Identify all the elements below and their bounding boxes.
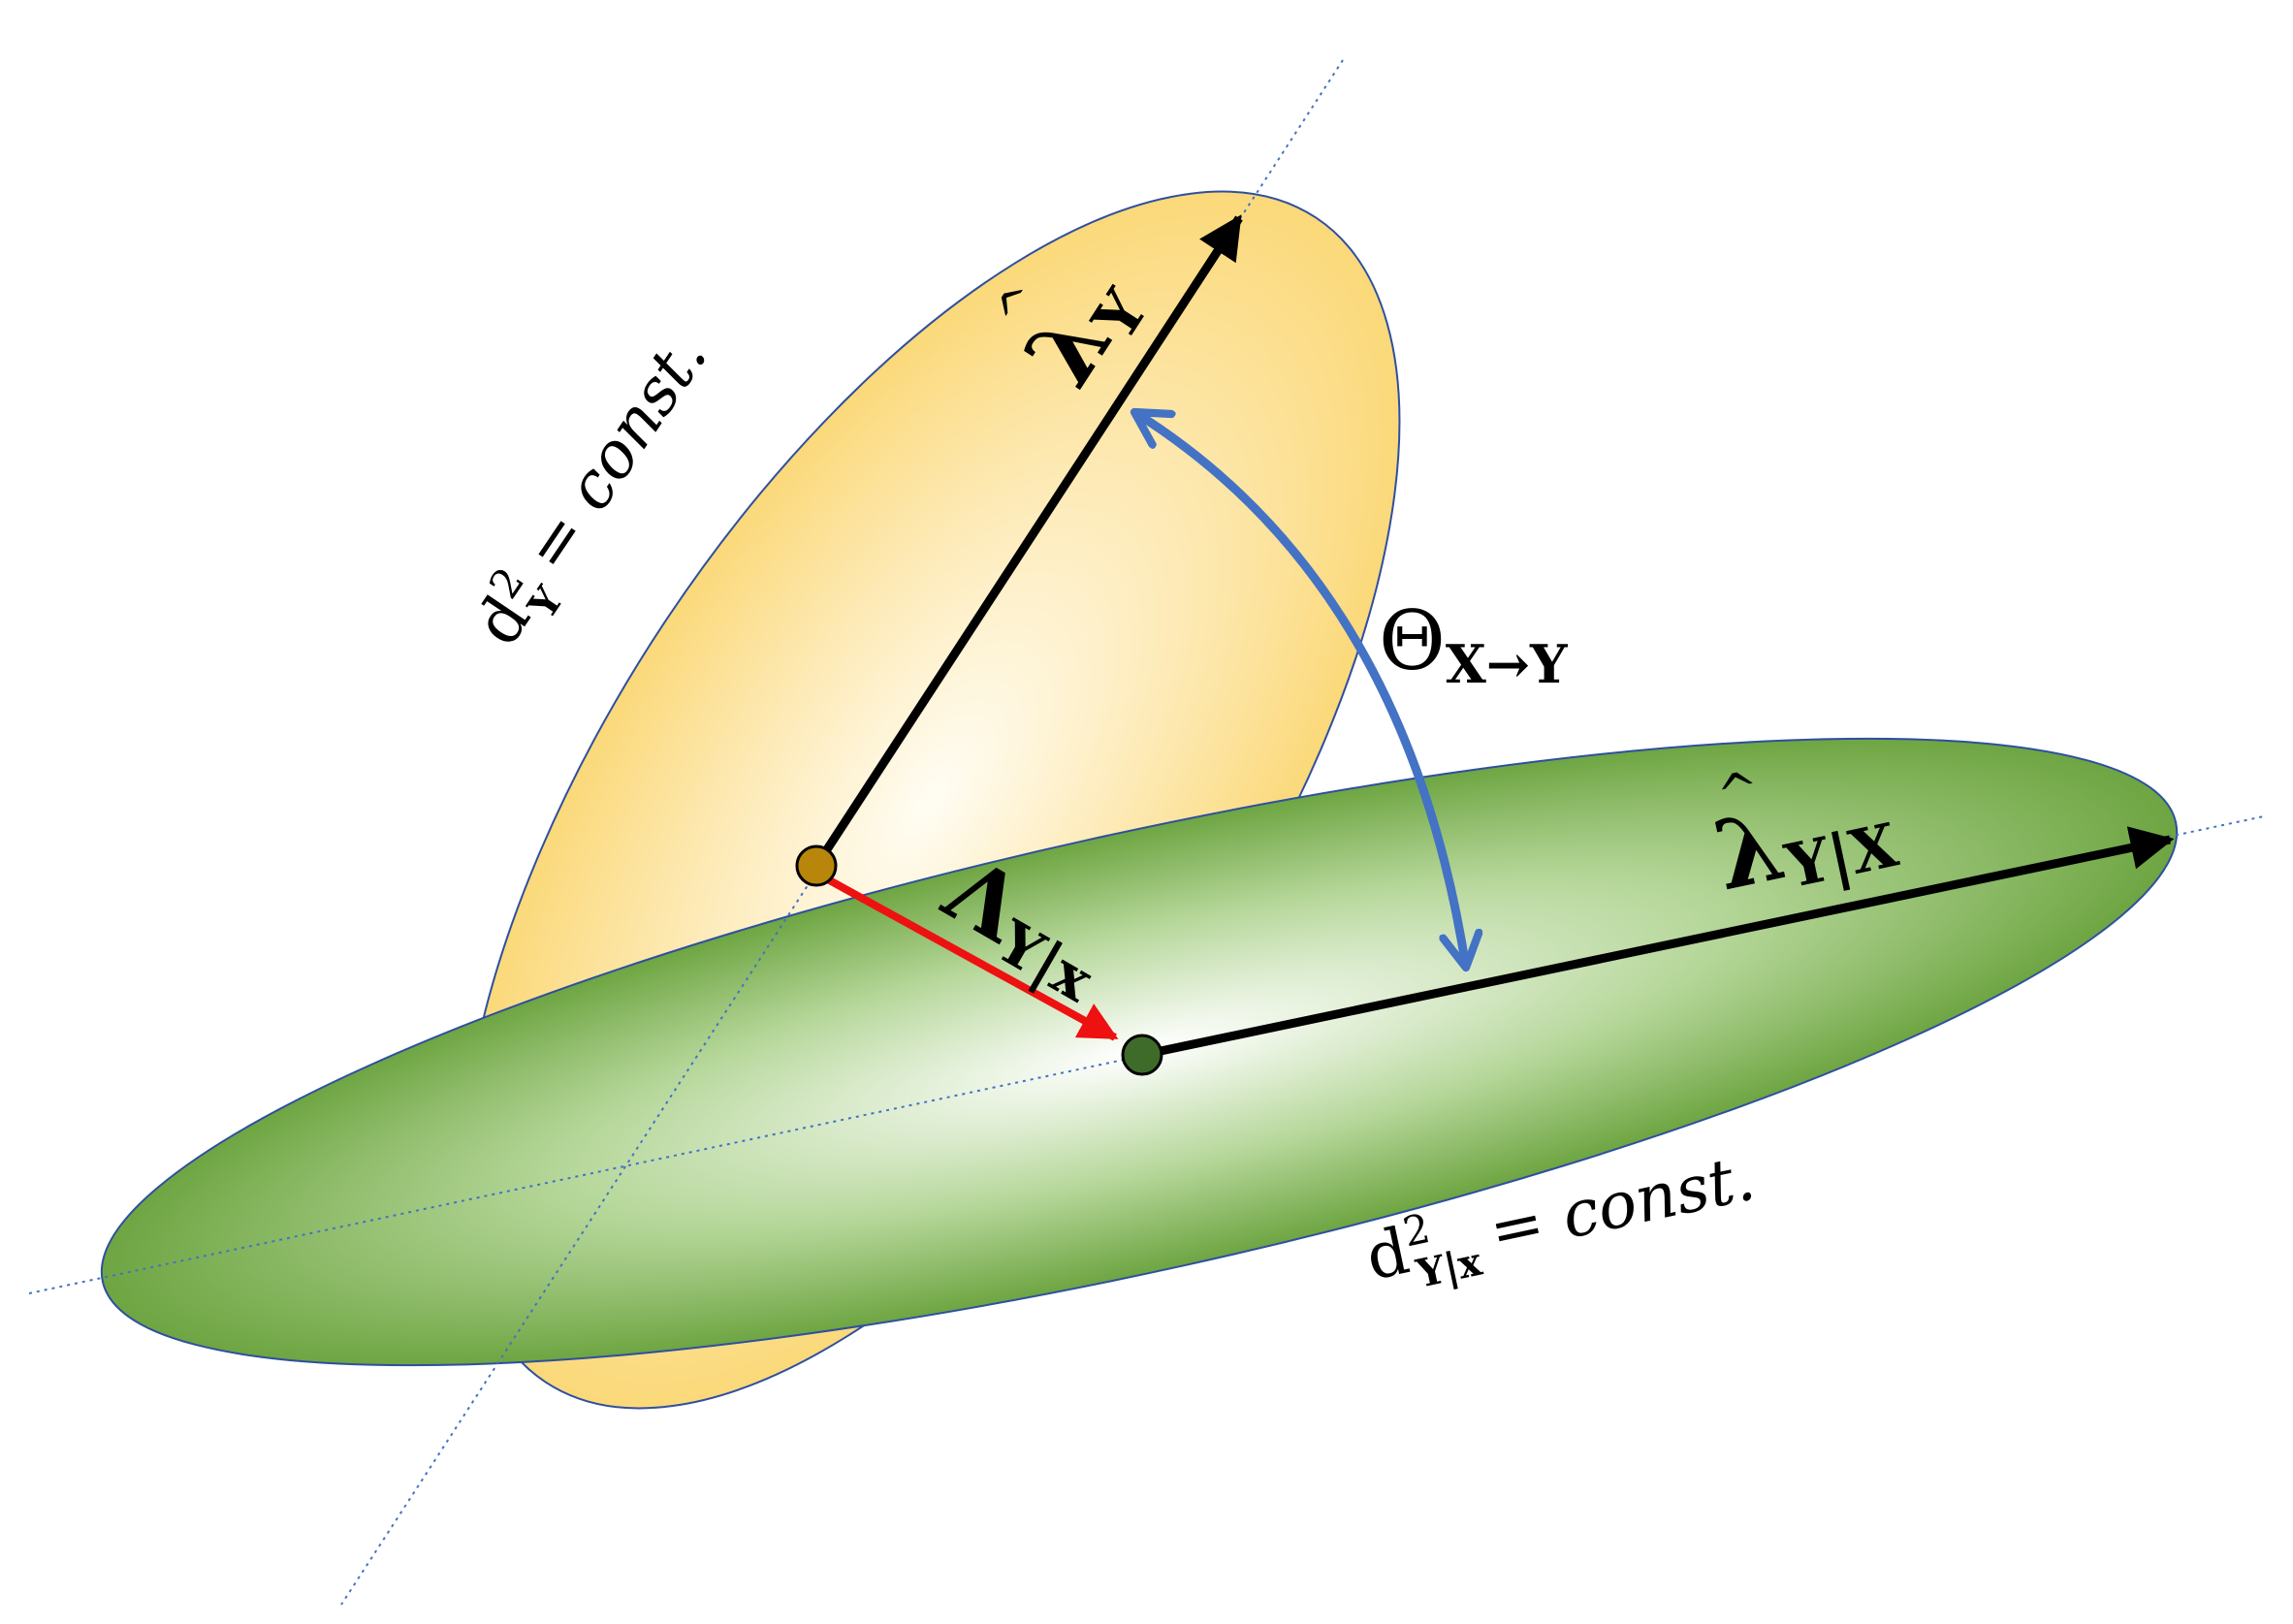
big-lambda-arrow <box>824 875 1119 1041</box>
label-theta: ΘX→Y <box>1379 593 1569 695</box>
theta-angle-arrow <box>1134 412 1466 968</box>
theta-glyph: Θ <box>1379 593 1446 688</box>
center-point-green <box>1121 1034 1163 1076</box>
theta-sub: X→Y <box>1446 633 1569 695</box>
label-eq-const: = const. <box>510 320 722 585</box>
lambda-y-arrow <box>812 214 1243 869</box>
center-point-yellow <box>795 844 838 887</box>
lambda-yx-arrow <box>1141 826 2175 1060</box>
